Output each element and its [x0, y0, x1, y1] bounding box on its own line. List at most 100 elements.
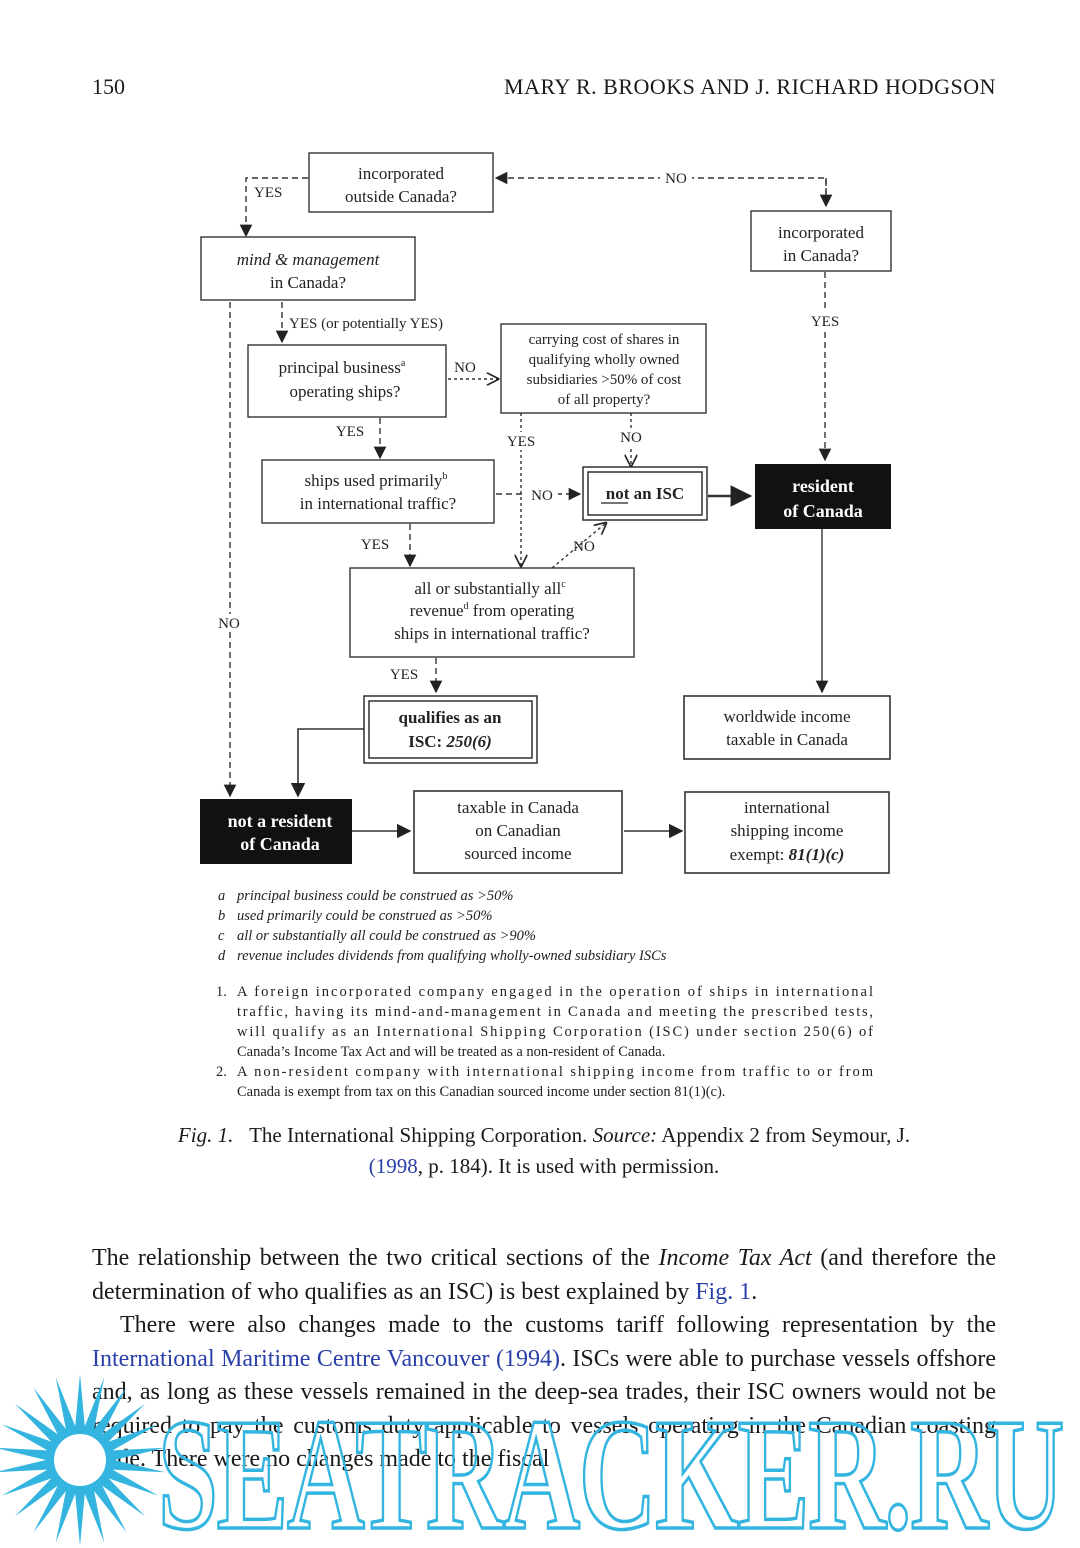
text-line: outside Canada?: [345, 187, 457, 206]
text-line: shipping income: [731, 821, 844, 840]
figure-title: The International Shipping Corporation.: [249, 1123, 588, 1147]
body-text: The relationship between the two critica…: [92, 1242, 996, 1477]
box-incorporated-in-canada: incorporated in Canada?: [750, 210, 892, 272]
note-line: will qualify as an International Shippin…: [237, 1024, 873, 1040]
text-line: sourced income: [464, 844, 571, 863]
text-line: ships in international traffic?: [394, 624, 590, 643]
paragraph-2: There were also changes made to the cust…: [92, 1309, 996, 1477]
note-line: A foreign incorporated company engaged i…: [237, 984, 873, 1000]
text-line: subsidiaries >50% of cost: [527, 372, 683, 388]
text-run: (and therefore the determination of who …: [92, 1245, 996, 1305]
text-line: principal businessa: [279, 358, 406, 377]
text-line: carrying cost of shares in: [529, 332, 680, 348]
imcv-citation-link[interactable]: International Maritime Centre Vancouver …: [92, 1345, 560, 1372]
watermark-text: SEATRACKER.RU: [158, 1385, 1063, 1548]
box-worldwide-income: worldwide income taxable in Canada: [683, 695, 891, 760]
label-no: NO: [573, 539, 595, 555]
note-number: 1.: [216, 984, 227, 1000]
figure-number: Fig. 1.: [177, 1123, 234, 1147]
text-line: ships used primarilyb: [305, 471, 448, 490]
footnote-text: used primarily could be construed as >50…: [237, 908, 492, 924]
running-header: 150 MARY R. BROOKS AND J. RICHARD HODGSO…: [92, 74, 996, 104]
note-line: traffic, having its mind-and-management …: [237, 1004, 873, 1020]
text-line: all or substantially allc: [414, 579, 566, 598]
text-line: in Canada?: [270, 273, 346, 292]
watermark-logo: SEATRACKER.RU: [0, 1374, 1067, 1548]
text-line: qualifies as an: [399, 708, 503, 727]
figure-footnotes: a principal business could be construed …: [218, 888, 667, 964]
footnote-text: revenue includes dividends from qualifyi…: [237, 948, 667, 964]
footnote-key: b: [218, 908, 225, 924]
label-yes: YES: [811, 314, 839, 330]
text-line: not a resident: [228, 811, 333, 831]
box-ships-used: ships used primarilyb in international t…: [261, 459, 495, 524]
text-line: of Canada: [783, 501, 863, 521]
footnote-key: d: [218, 948, 226, 964]
text-line: incorporated: [358, 164, 444, 183]
label-no: NO: [665, 171, 687, 187]
citation-link-1998[interactable]: (1998: [368, 1154, 418, 1178]
connector-labels: NO YES YES YES (or potentially YES) NO Y…: [212, 169, 846, 683]
label-yes-potentially: YES (or potentially YES): [289, 316, 443, 332]
text-line: of all property?: [558, 392, 651, 408]
label-no: NO: [531, 488, 553, 504]
box-carrying-cost: carrying cost of shares in qualifying wh…: [500, 323, 707, 414]
label-yes: YES: [254, 185, 282, 201]
page-number: 150: [92, 74, 125, 99]
box-mind-management: mind & management in Canada?: [200, 236, 416, 301]
caption-rest: , p. 184). It is used with permission.: [417, 1154, 720, 1178]
fig-1-link[interactable]: Fig. 1: [695, 1278, 752, 1305]
paragraph-1: The relationship between the two critica…: [92, 1242, 996, 1309]
text-line: incorporated: [778, 223, 864, 242]
box-incorporated-outside: incorporated outside Canada?: [308, 152, 494, 213]
text-run: .: [751, 1278, 758, 1305]
figure-caption: Fig. 1. The International Shipping Corpo…: [92, 1120, 996, 1182]
flowchart-figure: incorporated outside Canada? mind & mana…: [200, 152, 892, 1100]
text-line: ISC: 250(6): [408, 732, 492, 751]
footnote-key: a: [218, 888, 225, 904]
text-line: revenued from operating: [410, 601, 575, 620]
source-label: Source:: [592, 1123, 658, 1147]
box-international-shipping: international shipping income exempt: 81…: [684, 791, 890, 874]
box-all-revenue: all or substantially allc revenued from …: [349, 567, 635, 658]
text-line: international: [744, 798, 830, 817]
text-line: not an ISC: [606, 484, 684, 503]
box-not-a-resident: not a resident of Canada: [200, 799, 352, 864]
footnote-key: c: [218, 928, 225, 944]
label-yes: YES: [507, 434, 535, 450]
note-number: 2.: [216, 1064, 227, 1080]
text-run: The relationship between the two critica…: [92, 1245, 659, 1271]
box-qualifies-isc: qualifies as an ISC: 250(6): [363, 695, 538, 764]
label-no: NO: [620, 430, 642, 446]
text-line: taxable in Canada: [726, 730, 848, 749]
text-line: resident: [792, 476, 854, 496]
text-line: worldwide income: [724, 707, 851, 726]
box-not-an-isc: not an ISC: [582, 466, 708, 521]
text-line: on Canadian: [475, 821, 561, 840]
text-run: . ISCs were able to purchase vessels off…: [92, 1345, 996, 1473]
watermark-starburst-icon: [0, 1374, 166, 1546]
act-title: Income Tax Act: [658, 1245, 812, 1271]
text-line: mind & management: [237, 250, 381, 269]
box-resident-of-canada: resident of Canada: [755, 464, 891, 529]
box-taxable-canada: taxable in Canada on Canadian sourced in…: [413, 790, 623, 874]
note-line: Canada is exempt from tax on this Canadi…: [237, 1084, 725, 1100]
footnote-text: all or substantially all could be constr…: [237, 928, 536, 944]
note-line: Canada’s Income Tax Act and will be trea…: [237, 1044, 665, 1060]
box-principal-business: principal businessa operating ships?: [247, 344, 447, 418]
label-yes: YES: [336, 424, 364, 440]
text-line: exempt: 81(1)(c): [730, 845, 845, 864]
text-line: in Canada?: [783, 246, 859, 265]
figure-notes: 1. A foreign incorporated company engage…: [216, 984, 874, 1100]
text-line: taxable in Canada: [457, 798, 579, 817]
label-no: NO: [218, 616, 240, 632]
source-text: Appendix 2 from Seymour, J.: [661, 1123, 911, 1147]
text-line: of Canada: [240, 834, 320, 854]
running-authors: MARY R. BROOKS AND J. RICHARD HODGSON: [504, 74, 996, 99]
label-no: NO: [454, 360, 476, 376]
label-yes: YES: [361, 537, 389, 553]
text-run: There were also changes made to the cust…: [120, 1312, 996, 1338]
text-line: qualifying wholly owned: [529, 352, 680, 368]
note-line: A non-resident company with internationa…: [237, 1064, 874, 1080]
footnote-text: principal business could be construed as…: [236, 888, 513, 904]
